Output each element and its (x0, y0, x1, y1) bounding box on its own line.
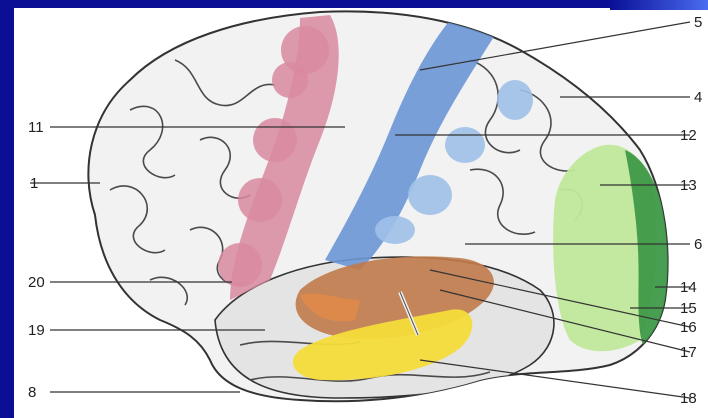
label-18: 18 (680, 390, 697, 407)
label-17: 17 (680, 344, 697, 361)
label-14: 14 (680, 279, 697, 296)
label-19: 19 (28, 322, 45, 339)
label-16: 16 (680, 319, 697, 336)
label-20: 20 (28, 274, 45, 291)
label-11: 11 (28, 119, 44, 136)
label-6: 6 (694, 236, 702, 253)
label-1: 1 (30, 175, 38, 192)
label-8: 8 (28, 384, 36, 401)
label-5: 5 (694, 14, 702, 31)
label-4: 4 (694, 89, 702, 106)
label-13: 13 (680, 177, 697, 194)
label-15: 15 (680, 300, 697, 317)
label-12: 12 (680, 127, 697, 144)
